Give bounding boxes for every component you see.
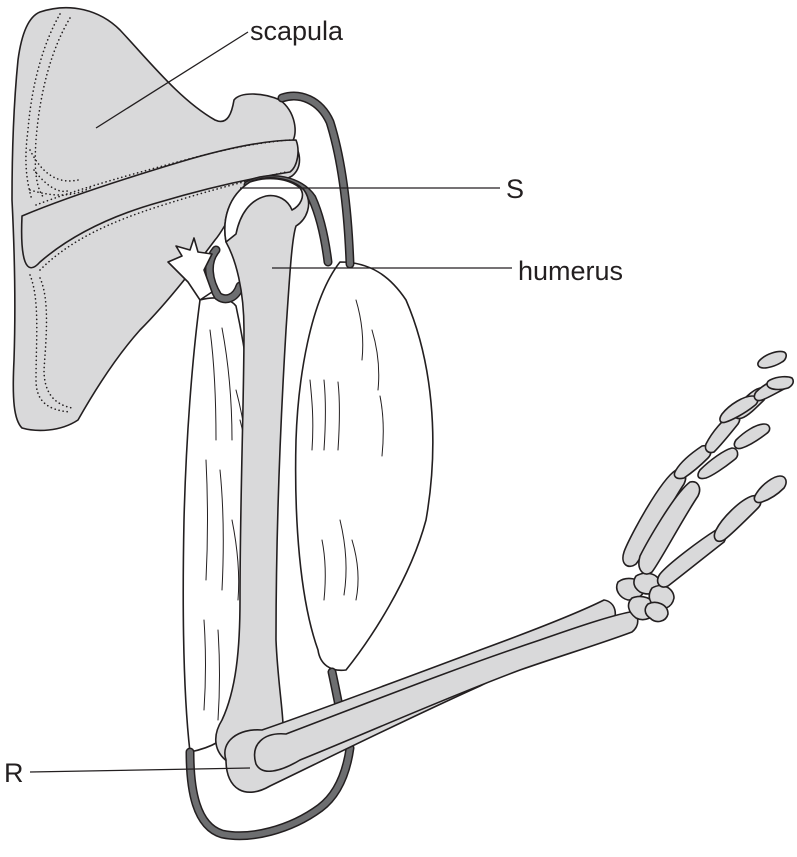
biceps-muscle: [296, 262, 433, 670]
r-leader-line: [30, 768, 250, 772]
label-s: S: [506, 174, 524, 204]
label-r: R: [4, 758, 24, 788]
hand-bones: [617, 351, 793, 621]
radius-bone: [255, 612, 638, 771]
label-scapula: scapula: [250, 16, 344, 46]
label-humerus: humerus: [518, 256, 623, 286]
